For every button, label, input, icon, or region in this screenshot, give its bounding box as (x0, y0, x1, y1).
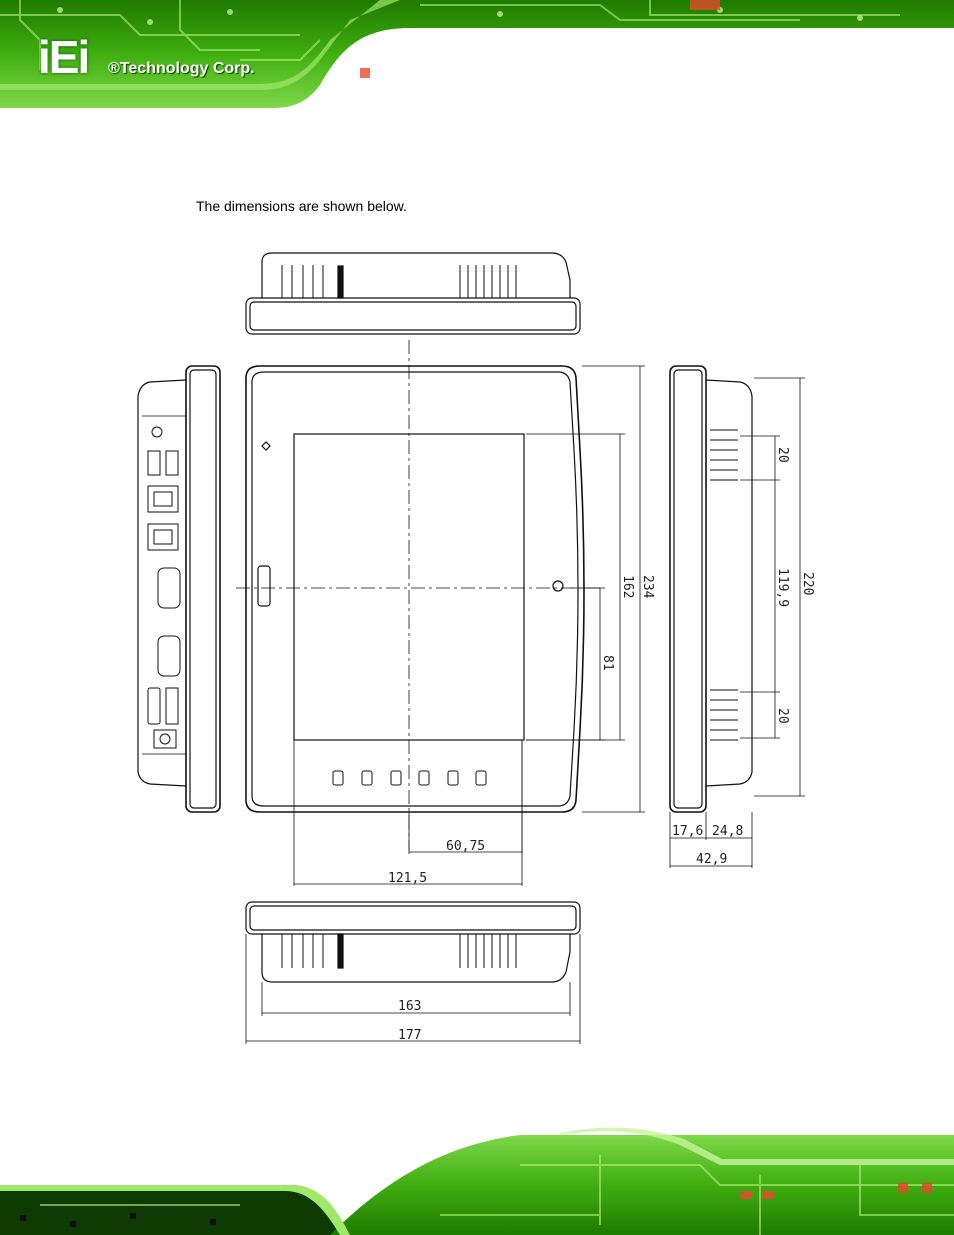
company-logo: iEi ®Technology Corp. (38, 30, 255, 84)
dim-side-depth-front: 17,6 (672, 824, 703, 839)
dim-bottom-width-total: 177 (398, 1028, 421, 1043)
dim-front-height-total: 234 (640, 575, 655, 599)
dim-side-depth-rear: 24,8 (712, 824, 743, 839)
dim-front-half-width: 60,75 (446, 839, 485, 854)
dim-side-height-total: 220 (800, 572, 815, 595)
top-view (245, 252, 581, 335)
circuit-board-banner (0, 0, 954, 108)
dim-front-half-display: 81 (600, 655, 615, 671)
header-banner: iEi ®Technology Corp. (0, 0, 954, 112)
footer-banner (0, 1125, 954, 1235)
dim-side-lower-offset: 20 (775, 708, 790, 724)
dim-side-depth-total: 42,9 (696, 852, 727, 867)
dim-side-middle: 119,9 (775, 568, 790, 607)
left-side-view (137, 365, 221, 813)
dim-bottom-width-inner: 163 (398, 999, 421, 1014)
logo-mark: iEi (38, 31, 90, 83)
right-side-view (669, 365, 805, 868)
front-view (236, 340, 645, 886)
dim-side-upper-offset: 20 (775, 447, 790, 463)
caption-text: The dimensions are shown below. (196, 198, 407, 214)
dim-front-height-display: 162 (620, 575, 635, 598)
logo-text: ®Technology Corp. (108, 60, 255, 77)
dim-front-width-display: 121,5 (388, 871, 427, 886)
bottom-view (245, 901, 581, 1044)
circuit-board-footer (0, 1127, 954, 1235)
